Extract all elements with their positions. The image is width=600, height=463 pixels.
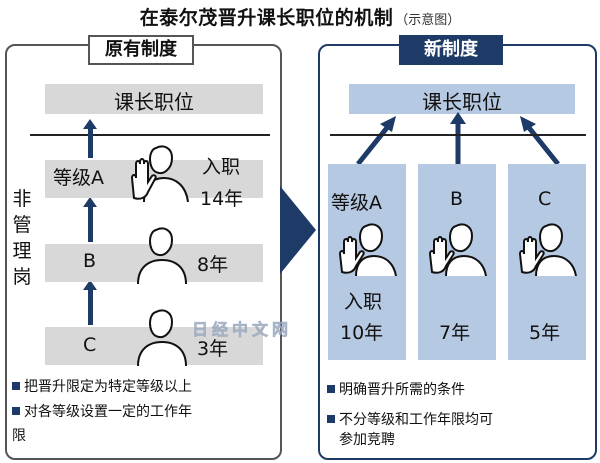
new-level-b-name: B — [450, 188, 464, 210]
bullet-square-icon — [12, 407, 20, 415]
old-level-c-name: C — [83, 334, 97, 356]
new-level-c-name: C — [538, 188, 552, 210]
non-manager-label: 非 管 理 岗 — [12, 188, 32, 288]
old-level-b-tenure: 8年 — [197, 254, 229, 276]
bullet-square-icon — [327, 415, 335, 423]
person-icon — [137, 227, 187, 284]
old-target-box: 课长职位 — [45, 84, 263, 114]
new-system-tab: 新制度 — [399, 35, 503, 65]
old-arrow-head-mid — [83, 197, 97, 207]
watermark-text: 日经中文网 — [192, 320, 293, 340]
old-level-a-tenure-prefix: 入职 — [202, 156, 241, 178]
new-note-2: 不分等级和工作年限均可 参加竞聘 — [327, 410, 593, 450]
new-level-a-tenure: 10年 — [340, 322, 384, 344]
person-raising-hand-icon — [130, 145, 189, 202]
transition-arrow-icon — [280, 186, 316, 274]
person-raising-hand-icon — [428, 223, 487, 276]
new-promotion-arrows — [356, 112, 560, 166]
new-target-box: 课长职位 — [349, 84, 575, 114]
old-arrow-shaft-mid — [88, 206, 93, 242]
title-main: 在泰尔茂晋升课长职位的机制 — [139, 7, 394, 29]
new-tenure-prefix: 入职 — [344, 291, 383, 313]
diagram-title: 在泰尔茂晋升课长职位的机制（示意图） — [0, 3, 600, 30]
new-target-label: 课长职位 — [422, 90, 502, 114]
new-level-a-name: 等级A — [331, 192, 382, 214]
old-level-a-name: 等级A — [53, 167, 104, 189]
old-note-1: 把晋升限定为特定等级以上 — [12, 377, 278, 397]
new-level-b-tenure: 7年 — [439, 322, 471, 344]
old-note-2: 对各等级设置一定的工作年 限 — [12, 404, 192, 444]
title-sub: （示意图） — [395, 13, 461, 28]
bullet-square-icon — [12, 382, 20, 390]
old-level-c-tenure: 3年 — [197, 338, 229, 360]
new-divider-line — [330, 134, 586, 136]
old-arrow-head-low — [83, 280, 97, 290]
old-target-label: 课长职位 — [114, 90, 194, 114]
old-arrow-head-top — [83, 119, 97, 129]
old-divider-line — [30, 134, 270, 136]
person-raising-hand-icon — [338, 223, 397, 276]
bullet-square-icon — [327, 385, 335, 393]
new-note-1: 明确晋升所需的条件 — [327, 380, 593, 400]
old-arrow-shaft-top — [88, 128, 93, 158]
person-raising-hand-icon — [518, 223, 577, 276]
old-system-tab: 原有制度 — [88, 35, 194, 65]
old-level-b-name: B — [83, 250, 97, 272]
person-icon — [137, 309, 187, 366]
old-level-a-tenure: 14年 — [200, 188, 244, 210]
old-arrow-shaft-low — [88, 289, 93, 325]
new-level-c-tenure: 5年 — [529, 322, 561, 344]
